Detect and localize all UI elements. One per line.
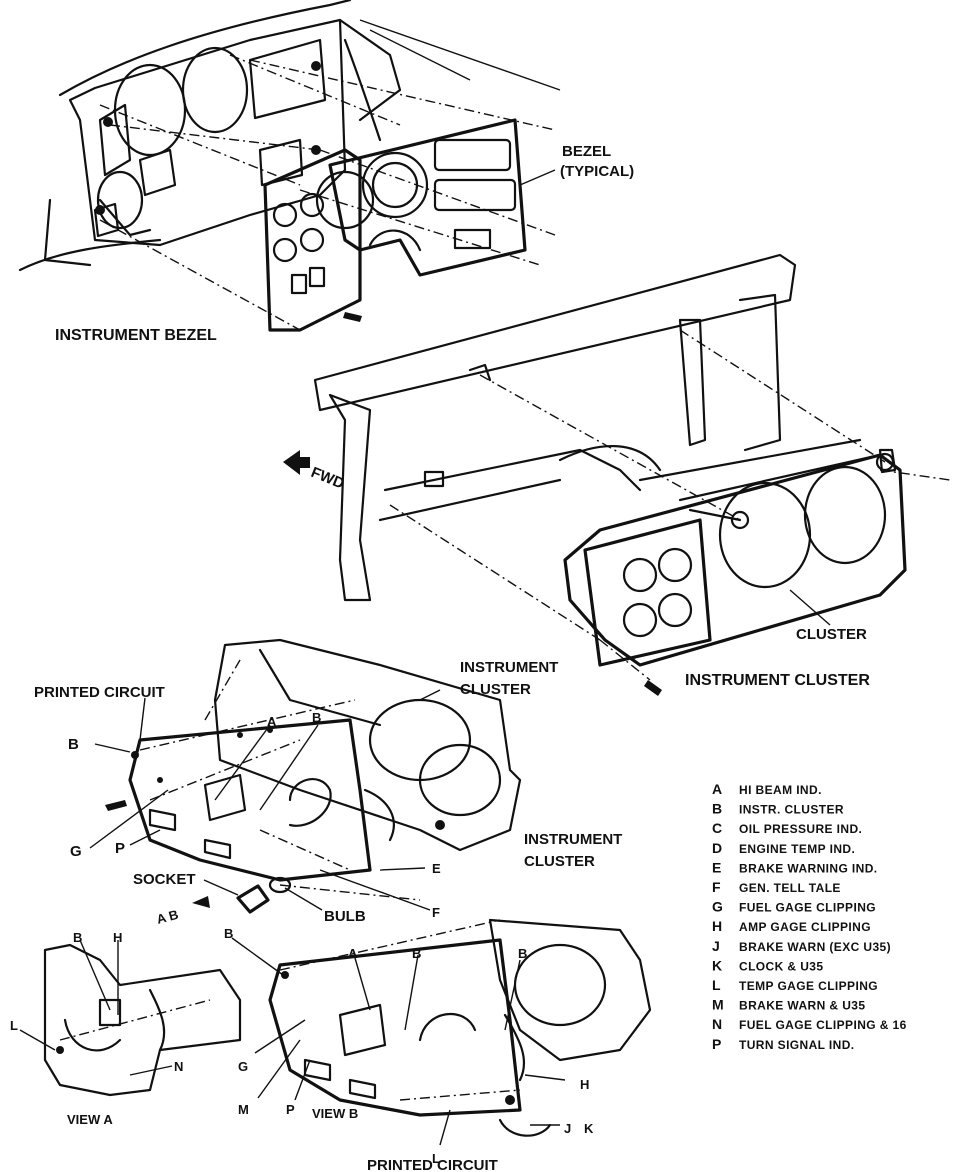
- callout-f: F: [432, 905, 440, 920]
- callout-h-2: H: [580, 1077, 589, 1092]
- bezel-typical-label-1: BEZEL: [562, 143, 611, 160]
- legend-key-c: C: [712, 820, 722, 836]
- callout-a-2: A: [348, 946, 358, 961]
- instrument-bezel-drawing: [18, 0, 561, 332]
- callout-n: N: [174, 1059, 183, 1074]
- callout-b-3: B: [73, 930, 82, 945]
- callout-b-1: B: [68, 736, 79, 753]
- legend-key-f: F: [712, 879, 721, 895]
- callout-b-6: B: [518, 946, 527, 961]
- legend-text-k: CLOCK & U35: [739, 959, 823, 973]
- socket-label: SOCKET: [133, 871, 196, 888]
- callout-p-1: P: [115, 840, 125, 857]
- ab-marker-label: A B: [155, 907, 180, 927]
- legend-text-n: FUEL GAGE CLIPPING & 16: [739, 1018, 907, 1032]
- instrument-cluster-a-label-1: INSTRUMENT: [460, 659, 558, 676]
- legend-key-j: J: [712, 938, 720, 954]
- legend-text-c: OIL PRESSURE IND.: [739, 822, 862, 836]
- callout-g-1: G: [70, 843, 82, 860]
- legend-key-k: K: [712, 957, 722, 973]
- legend-key-e: E: [712, 859, 721, 875]
- legend-key-p: P: [712, 1036, 721, 1052]
- printed-circuit-bottom-label: PRINTED CIRCUIT: [367, 1157, 498, 1172]
- callout-p-2: P: [286, 1102, 295, 1117]
- view-b-label: VIEW B: [312, 1106, 358, 1121]
- callout-j: J: [564, 1121, 571, 1136]
- printed-circuit-top-label: PRINTED CIRCUIT: [34, 684, 165, 701]
- callout-e: E: [432, 861, 441, 876]
- instrument-cluster-b-label-1: INSTRUMENT: [524, 831, 622, 848]
- view-a-label: VIEW A: [67, 1112, 113, 1127]
- callout-m: M: [238, 1102, 249, 1117]
- instrument-cluster-b-label-2: CLUSTER: [524, 853, 595, 870]
- bulb-label: BULB: [324, 908, 366, 925]
- callout-b-2: B: [312, 710, 321, 725]
- legend-text-e: BRAKE WARNING IND.: [739, 861, 878, 875]
- legend-key-g: G: [712, 899, 723, 915]
- fwd-label: FWD: [309, 464, 347, 493]
- instrument-bezel-label: INSTRUMENT BEZEL: [55, 327, 217, 344]
- legend-text-h: AMP GAGE CLIPPING: [739, 920, 871, 934]
- legend-text-b: INSTR. CLUSTER: [739, 803, 844, 817]
- printed-circuit-drawing: [19, 638, 652, 1146]
- instrument-cluster-drawing: [283, 253, 951, 696]
- legend-text-j: BRAKE WARN (EXC U35): [739, 940, 891, 954]
- legend-key-m: M: [712, 997, 724, 1013]
- legend-text-g: FUEL GAGE CLIPPING: [739, 901, 876, 915]
- legend-text-m: BRAKE WARN & U35: [739, 999, 865, 1013]
- legend-key-h: H: [712, 918, 722, 934]
- legend: A HI BEAM IND. B INSTR. CLUSTER C OIL PRESSUR…: [712, 781, 907, 1052]
- legend-key-n: N: [712, 1016, 722, 1032]
- cluster-label: CLUSTER: [796, 626, 867, 643]
- callout-b-4: B: [224, 926, 233, 941]
- callout-h-1: H: [113, 930, 122, 945]
- legend-key-b: B: [712, 801, 722, 817]
- legend-text-l: TEMP GAGE CLIPPING: [739, 979, 878, 993]
- legend-text-a: HI BEAM IND.: [739, 783, 822, 797]
- legend-key-d: D: [712, 840, 722, 856]
- legend-key-a: A: [712, 781, 722, 797]
- legend-text-f: GEN. TELL TALE: [739, 881, 841, 895]
- callout-k: K: [584, 1121, 594, 1136]
- callout-g-2: G: [238, 1059, 248, 1074]
- instrument-cluster-label: INSTRUMENT CLUSTER: [685, 672, 870, 689]
- legend-key-l: L: [712, 977, 721, 993]
- legend-text-p: TURN SIGNAL IND.: [739, 1038, 855, 1052]
- callout-a-1: A: [267, 714, 277, 729]
- callout-l-2: L: [432, 1151, 440, 1166]
- callout-l-1: L: [10, 1018, 18, 1033]
- instrument-cluster-a-label-2: CLUSTER: [460, 681, 531, 698]
- legend-text-d: ENGINE TEMP IND.: [739, 842, 855, 856]
- callout-b-5: B: [412, 946, 421, 961]
- bezel-typical-label-2: (TYPICAL): [560, 163, 634, 180]
